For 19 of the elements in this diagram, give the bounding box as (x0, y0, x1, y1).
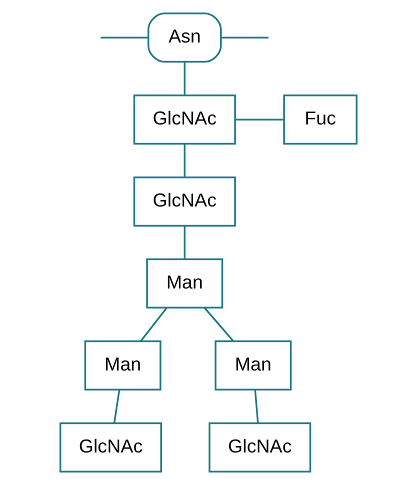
connector (184, 144, 186, 178)
connector (221, 36, 269, 38)
connector (184, 226, 186, 259)
node-box: GlcNAc (133, 94, 236, 145)
connector (254, 390, 259, 423)
connector (140, 307, 168, 342)
node-box: Fuc (283, 94, 358, 145)
connector (184, 62, 186, 96)
node-box: Man (146, 258, 224, 309)
node-box: GlcNAc (208, 422, 312, 472)
connector (113, 390, 120, 424)
node-box: Asn (148, 12, 222, 63)
connector (100, 36, 148, 38)
node-box: Man (84, 340, 162, 390)
node-box: GlcNAc (133, 176, 236, 227)
connector (204, 307, 234, 342)
connector (236, 118, 284, 120)
node-box: GlcNAc (60, 422, 162, 472)
node-box: Man (214, 340, 292, 390)
